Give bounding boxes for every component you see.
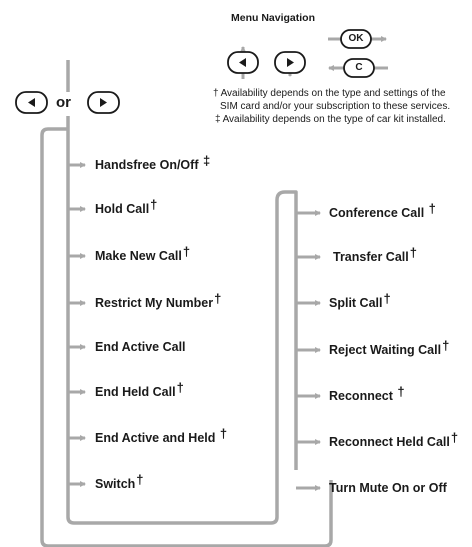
footnote-line: Availability depends on the type and set…: [220, 88, 446, 99]
menu-item-reject-waiting-call[interactable]: Reject Waiting Call†: [329, 338, 450, 357]
footnote-line: SIM card and/or your subscription to the…: [220, 101, 451, 112]
left-key-glyph: [239, 58, 246, 67]
selector-keys: [15, 91, 120, 114]
menu-item-transfer-call[interactable]: Transfer Call†: [333, 245, 417, 264]
ok-key-icon: [340, 29, 372, 49]
menu-item-reconnect-held-call[interactable]: Reconnect Held Call†: [329, 430, 459, 449]
menu-item-make-new-call[interactable]: Make New Call†: [95, 244, 191, 263]
footnote-dagger-line-2: SIM card and/or your subscription to the…: [220, 101, 450, 114]
menu-item-conference-call[interactable]: Conference Call †: [329, 201, 436, 220]
menu-item-split-call[interactable]: Split Call†: [329, 291, 391, 310]
left-branch-arrows: [68, 162, 86, 487]
menu-item-reconnect[interactable]: Reconnect †: [329, 384, 405, 403]
footnote-dagger: †Availability depends on the type and se…: [213, 88, 446, 101]
right-branch-arrows: [296, 210, 321, 491]
menu-item-handsfree[interactable]: Handsfree On/Off ‡: [95, 153, 211, 172]
menu-navigation-title: Menu Navigation: [231, 12, 316, 24]
menu-item-turn-mute[interactable]: Turn Mute On or Off: [329, 481, 447, 495]
menu-item-end-held-call[interactable]: End Held Call†: [95, 380, 184, 399]
or-text: or: [56, 94, 71, 111]
menu-item-end-active-call[interactable]: End Active Call: [95, 340, 186, 354]
footnote-mark: †: [213, 88, 219, 99]
right-key-glyph: [287, 58, 294, 67]
menu-item-switch[interactable]: Switch†: [95, 472, 144, 491]
ok-key-label: OK: [348, 33, 364, 44]
footnote-double-dagger: ‡Availability depends on the type of car…: [215, 114, 446, 127]
menu-item-restrict-my-number[interactable]: Restrict My Number†: [95, 291, 222, 310]
c-key-label: C: [355, 62, 363, 73]
flow-lines: [40, 60, 333, 547]
menu-item-hold-call[interactable]: Hold Call†: [95, 197, 158, 216]
c-key-icon: [343, 58, 375, 78]
menu-item-end-active-and-held[interactable]: End Active and Held †: [95, 426, 228, 445]
footnote-line: Availability depends on the type of car …: [222, 114, 446, 125]
footnote-mark: ‡: [215, 114, 221, 125]
